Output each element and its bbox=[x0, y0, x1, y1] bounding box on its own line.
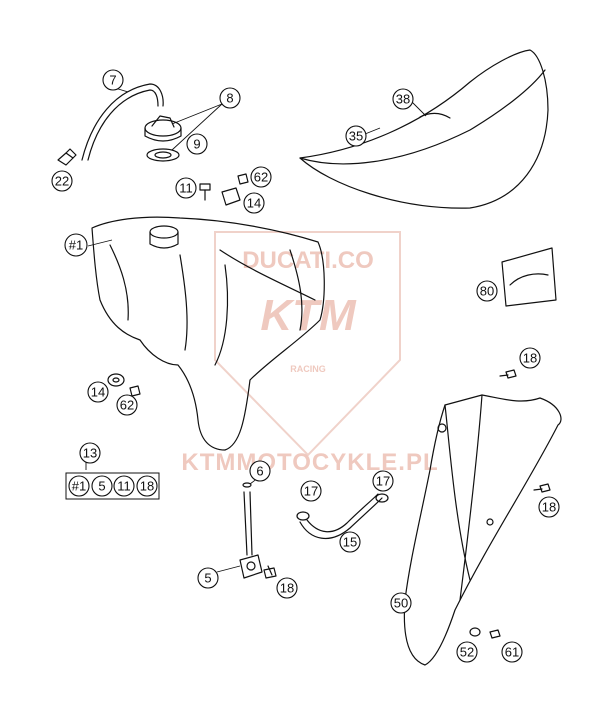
svg-text:22: 22 bbox=[55, 174, 69, 189]
side-cover bbox=[403, 394, 562, 666]
svg-text:18: 18 bbox=[542, 500, 556, 515]
callout-22: 22 bbox=[51, 170, 73, 192]
fuel-breather-hose bbox=[81, 83, 164, 161]
callout-62-top: 62 bbox=[250, 166, 272, 188]
svg-text:35: 35 bbox=[349, 129, 363, 144]
washer-52 bbox=[469, 627, 481, 637]
nut-62-left bbox=[129, 385, 141, 397]
kit-item-5: 5 bbox=[91, 475, 113, 497]
elbow-fitting bbox=[57, 148, 77, 166]
callout-52: 52 bbox=[456, 641, 478, 663]
callout-14-top: 14 bbox=[243, 192, 265, 214]
svg-text:18: 18 bbox=[140, 479, 154, 494]
nut-62-top bbox=[237, 173, 249, 185]
callout-14-left: 14 bbox=[87, 381, 109, 403]
svg-text:8: 8 bbox=[226, 91, 233, 106]
svg-text:62: 62 bbox=[120, 398, 134, 413]
seat bbox=[299, 49, 549, 209]
svg-text:14: 14 bbox=[91, 385, 105, 400]
callout-11-top: 11 bbox=[175, 177, 197, 199]
fuel-line-hose bbox=[296, 493, 389, 540]
callout-18-mid: 18 bbox=[538, 496, 560, 518]
svg-text:61: 61 bbox=[505, 645, 519, 660]
fuel-tank bbox=[91, 216, 325, 451]
svg-text:18: 18 bbox=[280, 581, 294, 596]
kit-item-1: #1 bbox=[68, 475, 90, 497]
screw-18-mid bbox=[533, 483, 551, 493]
svg-text:6: 6 bbox=[256, 464, 263, 479]
screw-18-top bbox=[499, 369, 517, 379]
rubber-bushing-top bbox=[221, 187, 241, 206]
watermark: DUCATI.CO KTM RACING KTMMOTOCYKLE.PL bbox=[181, 231, 438, 476]
callout-13: 13 bbox=[79, 442, 101, 464]
callout-6: 6 bbox=[249, 460, 271, 482]
svg-text:52: 52 bbox=[460, 645, 474, 660]
svg-text:#1: #1 bbox=[72, 479, 86, 494]
callout-18-top: 18 bbox=[519, 347, 541, 369]
svg-text:14: 14 bbox=[247, 196, 261, 211]
callout-80: 80 bbox=[476, 280, 498, 302]
svg-text:11: 11 bbox=[117, 479, 131, 494]
svg-text:62: 62 bbox=[254, 170, 268, 185]
kit-item-18: 18 bbox=[136, 475, 158, 497]
callout-17-left: 17 bbox=[300, 480, 322, 502]
svg-text:50: 50 bbox=[394, 596, 408, 611]
callout-1: #1 bbox=[64, 233, 88, 257]
screw-18-tap bbox=[267, 565, 273, 576]
svg-text:17: 17 bbox=[376, 474, 390, 489]
callout-50: 50 bbox=[390, 592, 412, 614]
svg-text:#1: #1 bbox=[69, 238, 83, 253]
svg-text:5: 5 bbox=[204, 571, 211, 586]
bolt-11-top bbox=[199, 183, 211, 201]
callout-18-tap: 18 bbox=[276, 577, 298, 599]
watermark-site: KTMMOTOCYKLE.PL bbox=[181, 449, 438, 476]
watermark-logo: KTM bbox=[260, 291, 357, 340]
callout-8: 8 bbox=[219, 87, 241, 109]
callout-38: 38 bbox=[392, 88, 414, 110]
tank-decal bbox=[501, 247, 557, 307]
fuel-breather-hose-inner bbox=[87, 89, 159, 161]
watermark-small: RACING bbox=[290, 364, 326, 374]
svg-text:5: 5 bbox=[98, 479, 105, 494]
svg-text:13: 13 bbox=[83, 446, 97, 461]
svg-text:17: 17 bbox=[304, 484, 318, 499]
callout-35: 35 bbox=[345, 125, 367, 147]
fuel-cap-seal bbox=[146, 148, 180, 162]
svg-text:18: 18 bbox=[523, 351, 537, 366]
callout-15: 15 bbox=[339, 531, 361, 553]
watermark-brand: DUCATI.CO bbox=[242, 247, 374, 274]
svg-text:9: 9 bbox=[193, 137, 200, 152]
leader-lines bbox=[85, 87, 427, 573]
callout-62-left: 62 bbox=[116, 394, 138, 416]
svg-text:38: 38 bbox=[396, 92, 410, 107]
callout-9: 9 bbox=[186, 133, 208, 155]
svg-text:80: 80 bbox=[480, 284, 494, 299]
callout-17-right: 17 bbox=[372, 470, 394, 492]
callout-61: 61 bbox=[501, 641, 523, 663]
callout-5: 5 bbox=[197, 567, 219, 589]
svg-text:7: 7 bbox=[109, 73, 116, 88]
kit-item-11: 11 bbox=[113, 475, 135, 497]
svg-text:15: 15 bbox=[343, 535, 357, 550]
callout-7: 7 bbox=[102, 69, 124, 91]
screw-61 bbox=[489, 629, 501, 639]
fuel-tap bbox=[239, 482, 277, 579]
rubber-bushing-left bbox=[107, 373, 125, 387]
svg-text:11: 11 bbox=[179, 181, 193, 196]
fuel-cap bbox=[144, 115, 182, 142]
